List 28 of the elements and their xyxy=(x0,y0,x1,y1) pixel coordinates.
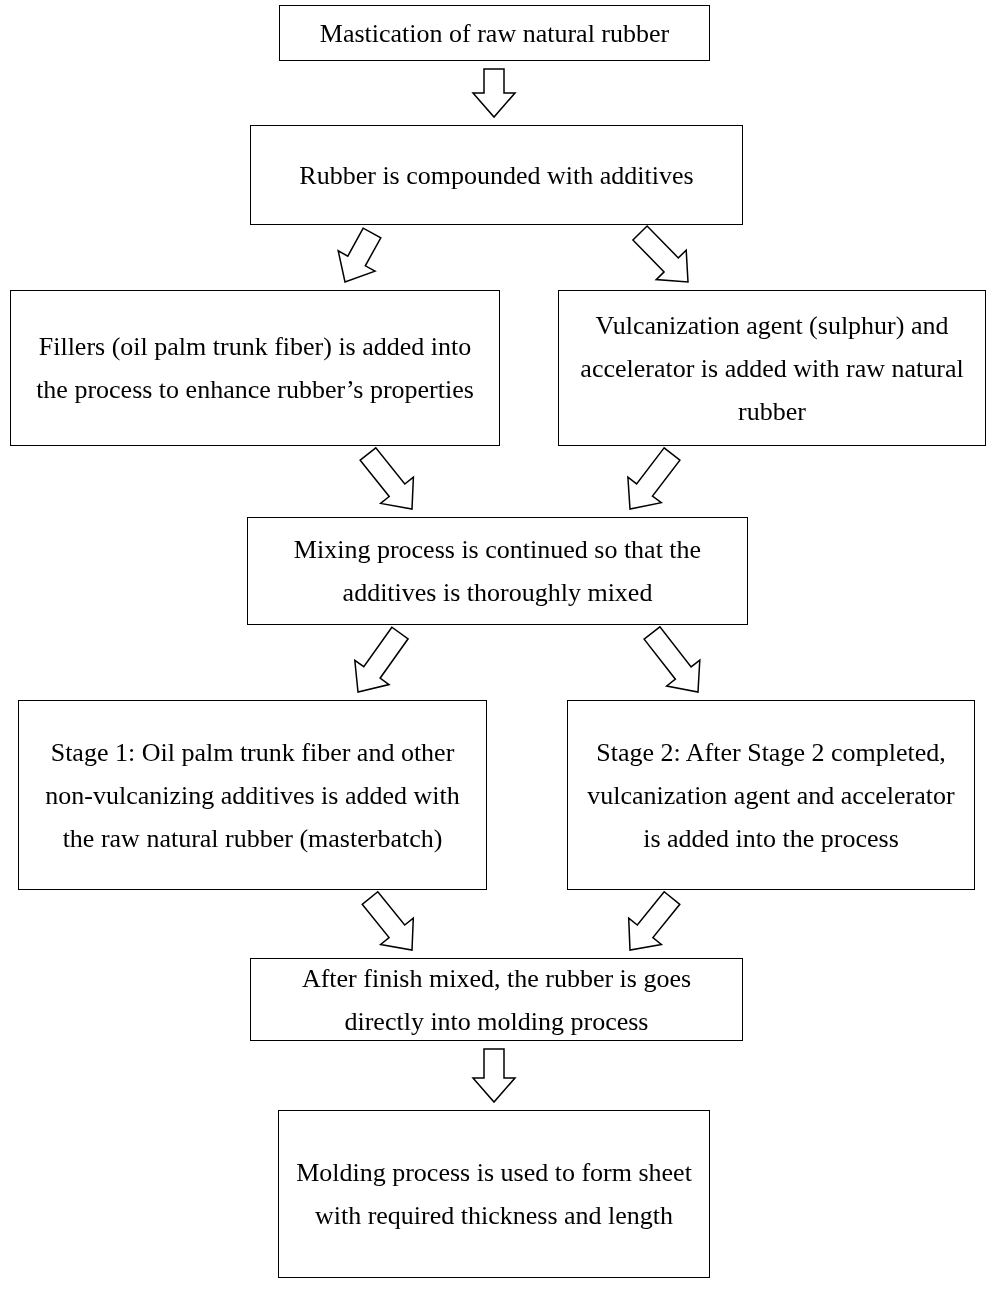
step-text: Rubber is compounded with additives xyxy=(299,159,694,192)
process-box xyxy=(558,290,986,446)
block-arrow xyxy=(471,68,517,119)
block-arrow xyxy=(643,625,701,693)
block-arrow xyxy=(359,446,415,510)
step-text: Molding process is used to form sheet with required thickness and length xyxy=(295,1157,693,1232)
step-text: Stage 2: After Stage 2 completed, vulcanization agent and accelerator is added into the process xyxy=(586,736,956,855)
step-text: Stage 1: Oil palm trunk fiber and other non-vulcanizing additives is added with the raw natural rubber (masterbatch) xyxy=(44,736,461,855)
process-box xyxy=(250,125,743,225)
process-box xyxy=(10,290,500,446)
step-text: After finish mixed, the rubber is goes directly into molding process xyxy=(300,962,693,1038)
block-arrow xyxy=(353,626,410,693)
step-text: Mixing process is continued so that the additives is thoroughly mixed xyxy=(292,534,703,609)
block-arrow xyxy=(471,1048,517,1104)
process-box xyxy=(567,700,975,890)
block-arrow xyxy=(631,224,689,283)
process-box xyxy=(247,517,748,625)
step-text: Mastication of raw natural rubber xyxy=(319,17,670,50)
block-arrow xyxy=(627,446,681,510)
process-box xyxy=(250,958,743,1041)
block-arrow xyxy=(627,890,681,951)
step-text: Vulcanization agent (sulphur) and accelerator is added with raw natural rubber xyxy=(579,309,965,428)
step-text: Fillers (oil palm trunk fiber) is added into the process to enhance rubber’s properties xyxy=(35,331,475,406)
block-arrow xyxy=(361,890,415,951)
process-box xyxy=(279,5,710,61)
block-arrow xyxy=(337,227,382,283)
process-box xyxy=(18,700,487,890)
process-box xyxy=(278,1110,710,1278)
